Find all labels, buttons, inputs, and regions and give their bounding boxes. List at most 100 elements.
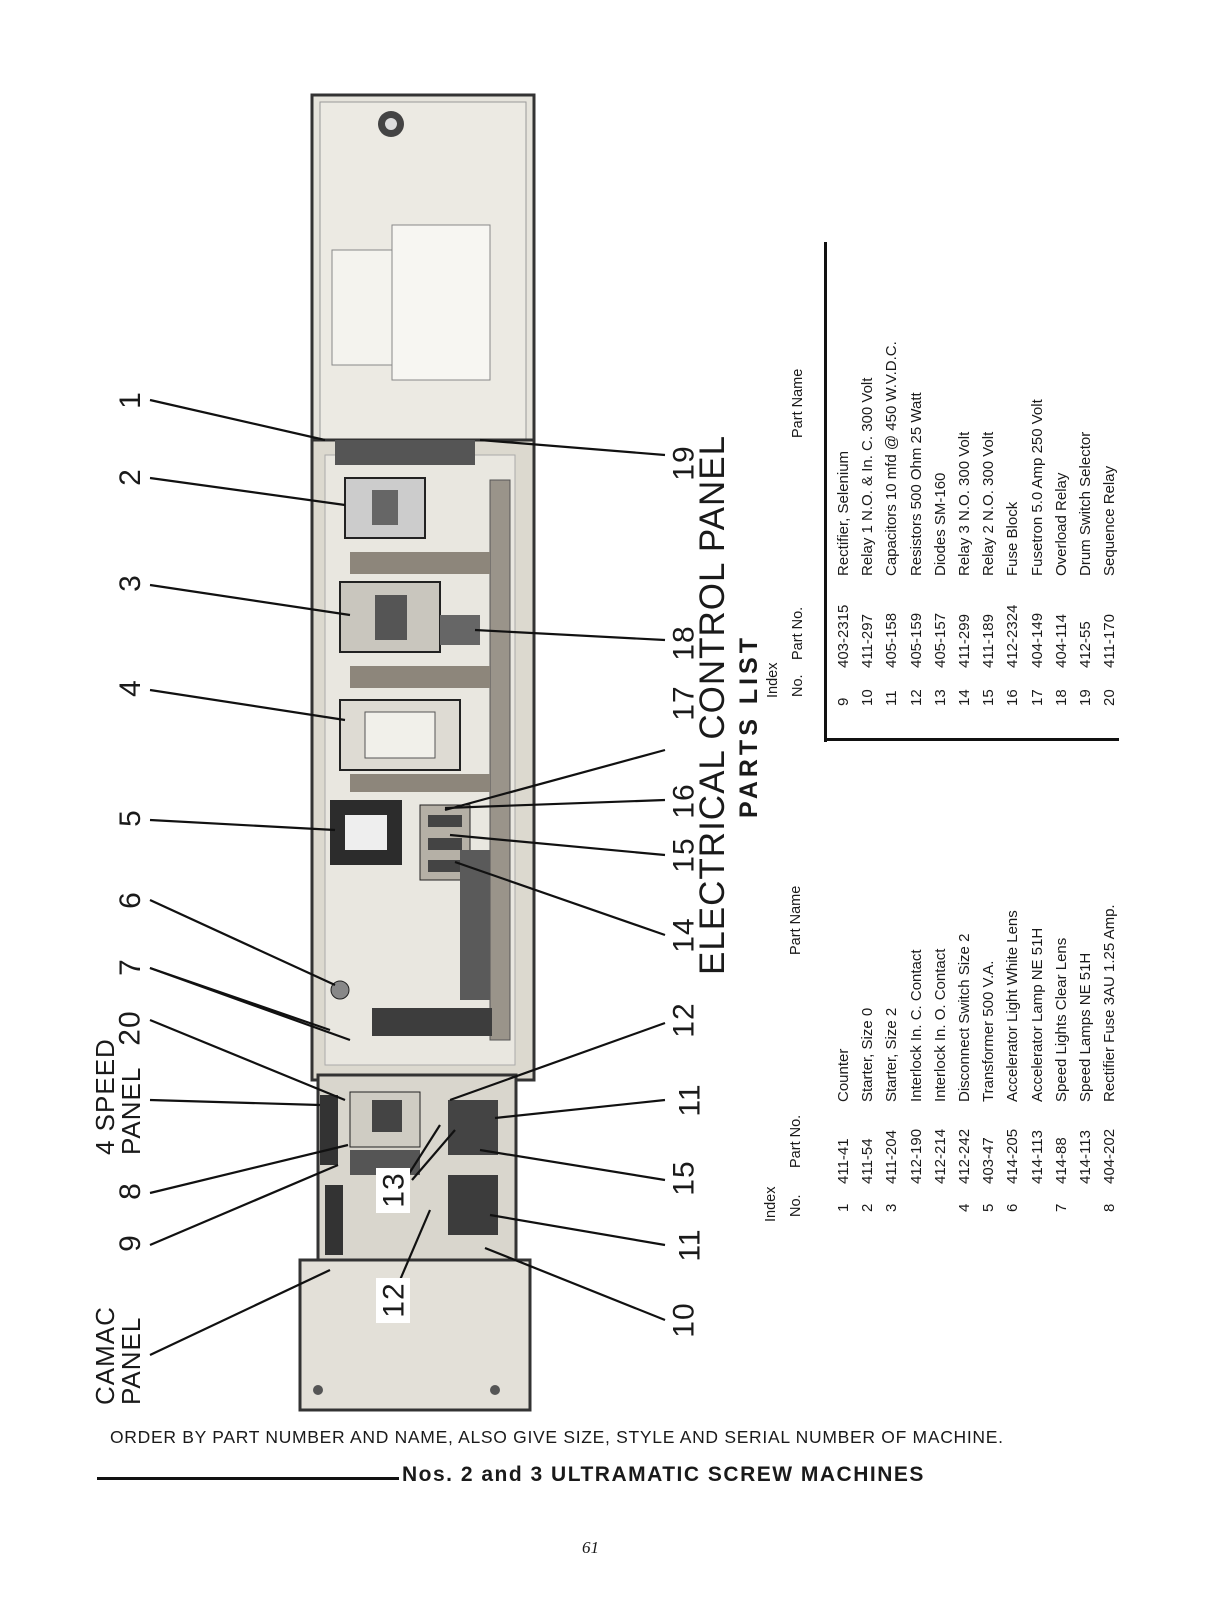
- callout-5: 5: [113, 809, 147, 827]
- part-no: 411-170: [1101, 614, 1119, 668]
- part-name: Transformer 500 V.A.: [980, 960, 998, 1102]
- part-name: Fuse Block: [1004, 501, 1022, 576]
- part-no: 414-113: [1077, 1130, 1095, 1184]
- part-no: 404-149: [1028, 612, 1046, 668]
- part-name: Interlock In. C. Contact: [907, 949, 925, 1102]
- part-name: Resistors 500 Ohm 25 Watt: [907, 392, 925, 576]
- part-no: 405-158: [883, 612, 901, 668]
- part-name: Relay 1 N.O. & In. C. 300 Volt: [859, 377, 877, 576]
- no-header-right: No.: [790, 674, 806, 697]
- part-no: 411-297: [859, 614, 877, 668]
- part-no: 411-41: [835, 1138, 852, 1184]
- part-no: 411-54: [859, 1138, 877, 1184]
- part-no: 405-157: [931, 612, 949, 668]
- part-no: 411-204: [883, 1130, 901, 1184]
- index-no: 15: [980, 689, 998, 706]
- table-row: 412-190 Interlock In. C. Contact: [905, 822, 929, 1212]
- index-no: [929, 1184, 953, 1212]
- part-no: 412-214: [931, 1128, 949, 1184]
- part-no: 414-88: [1052, 1137, 1070, 1184]
- table-row: 2 411-54 Starter, Size 0: [856, 822, 880, 1212]
- camac-line-2: PANEL: [116, 1316, 146, 1405]
- part-no: 414-205: [1004, 1128, 1022, 1184]
- index-no: 2: [859, 1203, 877, 1212]
- part-no: 414-113: [1028, 1130, 1046, 1184]
- table-row: 414-113 Speed Lamps NE 51H: [1074, 822, 1098, 1212]
- part-no: 411-299: [956, 614, 974, 668]
- part-name: Sequence Relay: [1101, 465, 1119, 576]
- part-name: Starter, Size 0: [859, 1007, 877, 1102]
- part-no: 412-242: [956, 1128, 974, 1184]
- callout-8: 8: [113, 1182, 147, 1200]
- parts-list-subtitle: PARTS LIST: [735, 634, 763, 818]
- no-header-left: No.: [788, 1194, 804, 1217]
- part-name-header-left: Part Name: [788, 885, 804, 955]
- part-no-header-left: Part No.: [788, 1114, 804, 1168]
- index-no: 5: [980, 1203, 998, 1212]
- part-name: Starter, Size 2: [883, 1007, 901, 1102]
- part-no: 412-55: [1077, 621, 1095, 668]
- part-no: 412-2324: [1004, 604, 1022, 668]
- part-name: Speed Lamps NE 51H: [1077, 952, 1095, 1102]
- part-name: Speed Lights Clear Lens: [1052, 937, 1070, 1102]
- index-no: 17: [1028, 689, 1046, 706]
- part-no-header-right: Part No.: [790, 606, 806, 660]
- index-no: 6: [1004, 1203, 1022, 1212]
- callout-1: 1: [113, 391, 147, 409]
- camac-line-1: CAMAC: [90, 1306, 120, 1405]
- index-no: 20: [1101, 689, 1119, 706]
- table-rule-horizontal: [824, 738, 1119, 741]
- part-name-header-right: Part Name: [790, 368, 806, 438]
- callout-13: 13: [377, 1172, 411, 1208]
- table-row: 7 414-88 Speed Lights Clear Lens: [1050, 822, 1074, 1212]
- callout-6: 6: [113, 891, 147, 909]
- index-no: 18: [1052, 689, 1070, 706]
- part-no: 411-189: [980, 614, 998, 668]
- index-no: 10: [859, 689, 877, 706]
- table-row: 15 411-189 Relay 2 N.O. 300 Volt: [977, 326, 1001, 706]
- table-row: 3 411-204 Starter, Size 2: [880, 822, 904, 1212]
- callout-10: 10: [667, 1302, 701, 1338]
- index-no: 7: [1052, 1203, 1070, 1212]
- index-header-right: Index: [765, 662, 781, 698]
- part-no: 404-114: [1052, 614, 1070, 668]
- part-name: Disconnect Switch Size 2: [956, 933, 974, 1102]
- table-row: 414-113 Accelerator Lamp NE 51H: [1026, 822, 1050, 1212]
- part-name: Rectifier, Selenium: [835, 450, 852, 576]
- table-row: 10 411-297 Relay 1 N.O. & In. C. 300 Volt: [856, 326, 880, 706]
- part-name: Counter: [835, 1048, 852, 1102]
- callout-11b: 11: [673, 1228, 707, 1262]
- part-name: Relay 2 N.O. 300 Volt: [980, 431, 998, 576]
- table-rule-vertical: [824, 242, 827, 742]
- table-row: 17 404-149 Fusetron 5.0 Amp 250 Volt: [1026, 326, 1050, 706]
- part-no: 412-190: [907, 1128, 925, 1184]
- callout-11a: 11: [673, 1083, 707, 1117]
- index-no: 3: [883, 1203, 901, 1212]
- camac-panel-label: CAMAC PANEL: [90, 1306, 146, 1405]
- part-no: 405-159: [907, 612, 925, 668]
- index-no: 11: [883, 690, 901, 706]
- index-no: [905, 1184, 929, 1212]
- callout-2: 2: [113, 468, 147, 486]
- four-speed-line-1: 4 SPEED: [90, 1038, 120, 1155]
- table-row: 5 403-47 Transformer 500 V.A.: [977, 822, 1001, 1212]
- part-name: Fusetron 5.0 Amp 250 Volt: [1028, 399, 1046, 576]
- part-name: Relay 3 N.O. 300 Volt: [956, 431, 974, 576]
- index-no: 8: [1101, 1203, 1119, 1212]
- index-no: 9: [835, 697, 852, 706]
- part-name: Diodes SM-160: [931, 472, 949, 576]
- part-name: Accelerator Lamp NE 51H: [1028, 927, 1046, 1102]
- part-no: 403-47: [980, 1137, 998, 1184]
- part-name: Drum Switch Selector: [1077, 431, 1095, 576]
